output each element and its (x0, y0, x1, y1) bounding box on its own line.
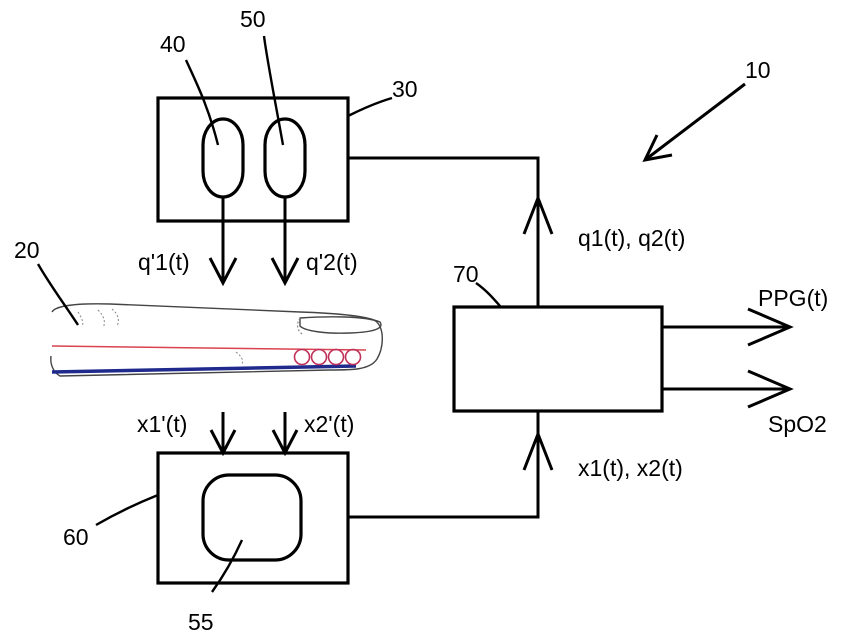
leader-detector-element (211, 539, 244, 593)
signal-detected-2: x2'(t) (304, 411, 354, 437)
emission-arrow-2-head (270, 257, 300, 287)
emitter-1-led (201, 117, 245, 199)
emitter-2-led (263, 117, 307, 199)
detector-unit-box (156, 451, 350, 585)
drive-signal-arrowhead (522, 193, 554, 235)
skin-crease (235, 351, 244, 365)
label-emitter-1: 40 (160, 31, 186, 57)
label-emitter-unit: 30 (392, 76, 418, 102)
blood-cell (293, 348, 311, 366)
skin-crease (97, 309, 105, 329)
output-spo2-label: SpO2 (768, 411, 827, 437)
label-emitter-2: 50 (240, 6, 266, 32)
signal-emitted-1: q'1(t) (138, 249, 190, 275)
leader-emitter-1 (184, 59, 220, 146)
measured-signal-wire (348, 411, 540, 519)
leader-emitter-2 (262, 35, 285, 146)
leader-emitter-unit (347, 96, 393, 118)
signal-emitted-2: q'2(t) (306, 249, 358, 275)
system-reference-arrowhead (642, 134, 673, 163)
vessel-thick (51, 364, 357, 374)
system-reference-arrow (644, 82, 746, 162)
signal-measured: x1(t), x2(t) (578, 455, 683, 481)
spo2-output-arrowhead (747, 369, 794, 409)
ppg-output-arrowhead (747, 307, 794, 347)
blood-cell (310, 348, 328, 366)
vessel-thin (51, 345, 367, 351)
label-detector-element: 55 (188, 609, 214, 635)
measured-signal-arrowhead (522, 429, 554, 471)
label-processor: 70 (453, 261, 479, 287)
detector-element (201, 473, 303, 562)
finger-illustration (50, 303, 383, 377)
nail-cuticle (296, 317, 303, 335)
processor-box (452, 305, 664, 413)
output-ppg-label: PPG(t) (758, 285, 828, 311)
label-system: 10 (745, 57, 771, 83)
blood-cell (327, 348, 345, 366)
finger-outline (50, 303, 383, 377)
leader-finger (36, 263, 80, 326)
leader-processor (475, 282, 501, 307)
label-finger: 20 (14, 237, 40, 263)
skin-crease (77, 311, 84, 328)
emission-arrow-1-head (208, 257, 238, 287)
label-detector-unit: 60 (63, 524, 89, 550)
fingernail (299, 316, 382, 334)
drive-signal-wire (348, 156, 540, 307)
blood-cell (344, 348, 362, 366)
signal-drive: q1(t), q2(t) (578, 225, 685, 251)
skin-crease (111, 308, 119, 327)
signal-detected-1: x1'(t) (137, 411, 187, 437)
emitter-unit-box (156, 96, 350, 223)
leader-detector-unit (95, 493, 159, 527)
